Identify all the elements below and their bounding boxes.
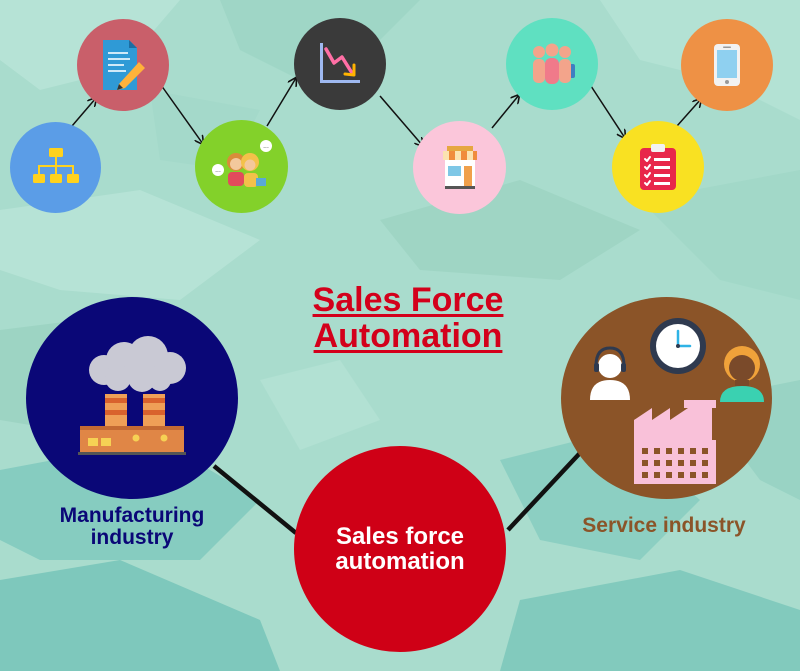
team-icon bbox=[533, 43, 575, 84]
center-line-2: automation bbox=[335, 548, 465, 575]
org-chart-icon bbox=[32, 147, 79, 183]
flow-arrow bbox=[379, 95, 423, 146]
step-storefront bbox=[413, 121, 506, 214]
support-agent-icon bbox=[589, 346, 630, 400]
manufacturing-circle bbox=[26, 297, 238, 499]
service-industry-icon bbox=[589, 318, 764, 484]
svg-text:...: ... bbox=[215, 167, 221, 174]
flow-arrow bbox=[491, 95, 519, 129]
flow-arrow bbox=[266, 78, 296, 127]
clock-icon bbox=[649, 318, 706, 374]
flow-arrow bbox=[160, 84, 203, 144]
flow-arrow bbox=[71, 98, 96, 127]
svg-text:...: ... bbox=[263, 143, 269, 150]
title-line-2: Automation bbox=[313, 317, 503, 355]
customer-icon bbox=[719, 346, 764, 402]
manufacturing-label-line-1: Manufacturing bbox=[59, 504, 205, 527]
page-title: Sales Force Automation bbox=[260, 282, 556, 354]
step-sales-people: ... ... bbox=[195, 120, 288, 213]
flow-arrow bbox=[676, 99, 701, 127]
storefront-icon bbox=[442, 145, 477, 189]
step-team bbox=[506, 18, 598, 110]
center-line-1: Sales force bbox=[335, 523, 465, 550]
sales-people-icon: ... ... bbox=[211, 139, 272, 187]
step-org-chart bbox=[10, 122, 101, 213]
service-label-text: Service industry bbox=[582, 514, 746, 537]
service-circle bbox=[561, 297, 772, 499]
connector-right bbox=[506, 451, 582, 532]
step-smartphone bbox=[681, 19, 773, 111]
title-line-1: Sales Force bbox=[312, 281, 504, 319]
smartphone-icon bbox=[714, 44, 740, 86]
manufacturing-label: Manufacturing industry bbox=[36, 505, 228, 549]
manufacturing-label-line-2: industry bbox=[90, 526, 174, 549]
flow-arrow bbox=[588, 82, 625, 138]
factory-smoke-icon bbox=[78, 336, 186, 455]
declining-chart-icon bbox=[320, 43, 360, 83]
checklist-icon bbox=[640, 144, 676, 190]
service-label: Service industry bbox=[556, 515, 772, 537]
step-declining-chart bbox=[294, 18, 386, 110]
center-circle: Sales force automation bbox=[294, 446, 506, 652]
connector-left bbox=[212, 464, 298, 535]
center-circle-text: Sales force automation bbox=[305, 524, 495, 574]
factory-icon bbox=[633, 400, 716, 484]
step-document bbox=[77, 19, 169, 111]
document-pen-icon bbox=[103, 40, 145, 90]
step-checklist bbox=[612, 121, 704, 213]
